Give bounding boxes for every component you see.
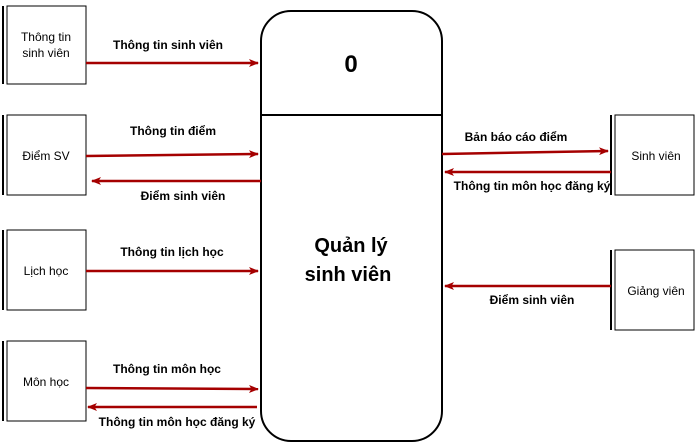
flow-label-thong-tin-mon-hoc: Thông tin môn học xyxy=(113,362,221,376)
flow-arrow-thong-tin-mon-hoc xyxy=(85,384,259,393)
flow-arrow-thong-tin-diem xyxy=(85,150,259,159)
process-name-line2: sinh viên xyxy=(305,264,392,286)
flow-label-thong-tin-mon-hoc-dang-ky-right: Thông tin môn học đăng ký xyxy=(454,179,611,193)
entity-sinh-vien[interactable]: Sinh viên xyxy=(610,114,695,196)
entity-label-thong-tin-line2: sinh viên xyxy=(22,46,69,60)
entity-label-giang-vien: Giảng viên xyxy=(627,284,684,298)
flow-arrow-ban-bao-cao-diem xyxy=(441,147,609,156)
entity-mon-hoc[interactable]: Môn học xyxy=(2,340,87,422)
flow-label-thong-tin-sinh-vien: Thông tin sinh viên xyxy=(113,38,223,52)
entity-label-mon-hoc: Môn học xyxy=(23,375,69,389)
entity-label-lich-hoc: Lịch học xyxy=(24,264,69,278)
flow-label-diem-sinh-vien-in: Điểm sinh viên xyxy=(490,293,575,307)
entity-diem-sv[interactable]: Điểm SV xyxy=(2,114,87,196)
process-name-line1: Quản lý xyxy=(314,235,388,257)
entity-label-sinh-vien: Sinh viên xyxy=(631,149,680,163)
flow-label-thong-tin-diem: Thông tin điểm xyxy=(130,124,216,138)
flow-label-thong-tin-mon-hoc-dang-ky-left: Thông tin môn học đăng ký xyxy=(99,415,256,429)
entity-label-thong-tin-line1: Thông tin xyxy=(21,30,71,44)
flow-label-ban-bao-cao-diem: Bản báo cáo điểm xyxy=(465,130,568,144)
process-number: 0 xyxy=(344,51,357,78)
entity-lich-hoc[interactable]: Lịch học xyxy=(2,229,87,311)
process-quan-ly-sinh-vien[interactable]: 0 Quản lý sinh viên xyxy=(260,10,443,442)
entity-giang-vien[interactable]: Giảng viên xyxy=(610,249,695,331)
entity-label-diem-sv: Điểm SV xyxy=(22,149,69,163)
entity-thong-tin-sinh-vien[interactable]: Thông tin sinh viên xyxy=(2,5,87,85)
flow-label-diem-sinh-vien-out: Điểm sinh viên xyxy=(141,189,226,203)
flow-label-thong-tin-lich-hoc: Thông tin lịch học xyxy=(120,245,224,259)
